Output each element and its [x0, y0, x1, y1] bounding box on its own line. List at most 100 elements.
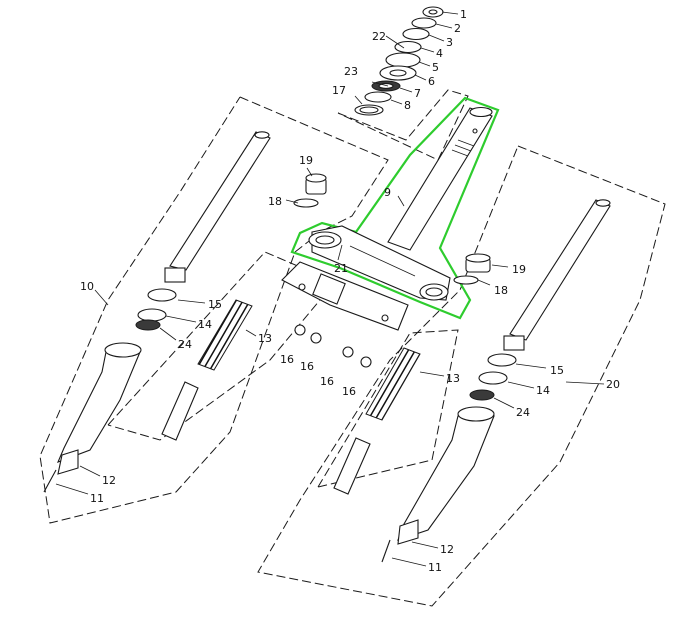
- crown-right-bore-inner: [425, 287, 443, 297]
- label-part-15-right: 15: [550, 364, 564, 377]
- label-part-14-right: 14: [536, 384, 550, 397]
- leader-3: [428, 34, 445, 42]
- leader-7: [399, 87, 413, 93]
- right-washer: [478, 371, 508, 385]
- leader-15-right: [515, 363, 547, 369]
- leader-10: [94, 289, 109, 306]
- crown-edge: [349, 245, 416, 277]
- leader-15-left: [177, 299, 206, 304]
- label-part-4: 4: [436, 47, 443, 60]
- label-part-16-d: 16: [342, 385, 356, 398]
- label-part-13-right: 13: [446, 372, 460, 385]
- label-part-18-left: 18: [268, 195, 282, 208]
- label-part-14-left: 14: [198, 318, 212, 331]
- label-part-8: 8: [404, 99, 411, 112]
- left-stanchion-top: [254, 131, 270, 139]
- right-bolt-11: [381, 539, 391, 563]
- left-oil-seal: [135, 319, 161, 331]
- label-part-12-right: 12: [440, 543, 454, 556]
- leader-9: [397, 195, 405, 207]
- left-dropout: [57, 449, 79, 475]
- leader-24-left: [159, 327, 177, 341]
- steerer-tube: [387, 106, 493, 251]
- label-part-11-right: 11: [428, 561, 442, 574]
- leader-17: [354, 95, 363, 105]
- left-dust-seal: [147, 288, 177, 302]
- label-part-24-right: 24: [516, 406, 530, 419]
- label-part-9: 9: [384, 186, 391, 199]
- steerer-thread-1: [457, 139, 475, 147]
- right-dust-seal: [487, 353, 517, 367]
- left-stanchion-bottom: [164, 267, 186, 283]
- leader-18-right: [477, 279, 491, 286]
- steerer-thread-2: [454, 144, 472, 152]
- label-part-10: 10: [80, 280, 94, 293]
- label-part-12-left: 12: [102, 474, 116, 487]
- crown-body: [311, 225, 451, 301]
- steerer-hole: [472, 128, 478, 134]
- part-2-washer: [411, 17, 437, 29]
- bridge-block: [312, 273, 346, 305]
- label-part-3: 3: [446, 36, 453, 49]
- label-part-2: 2: [454, 22, 461, 35]
- right-top-cap-top: [465, 253, 491, 263]
- leader-21: [337, 244, 343, 261]
- highlight-steerer-crown: [290, 96, 500, 320]
- right-damper-rod: [333, 437, 371, 495]
- part-17-bore: [359, 106, 379, 114]
- label-part-16-a: 16: [280, 353, 294, 366]
- part-4-cone: [394, 40, 422, 54]
- label-part-22: 22: [372, 30, 386, 43]
- leader-1: [441, 11, 459, 15]
- label-part-7: 7: [414, 87, 421, 100]
- left-damper-rod: [161, 381, 199, 441]
- part-1-bore: [428, 9, 438, 15]
- bridge-plate: [281, 261, 409, 331]
- label-part-21: 21: [334, 262, 348, 275]
- headset-stack: [354, 6, 444, 116]
- leader-24-right: [493, 397, 515, 409]
- label-part-16-c: 16: [320, 375, 334, 388]
- leader-8: [390, 99, 403, 105]
- crown-left-bore-inner: [315, 235, 335, 245]
- right-dropout: [397, 519, 419, 545]
- leader-12-right: [411, 541, 439, 549]
- steerer-thread-3: [451, 149, 469, 157]
- right-oring: [453, 275, 479, 285]
- label-part-20: 20: [606, 378, 620, 391]
- leader-5: [418, 61, 431, 67]
- label-part-17: 17: [332, 84, 346, 97]
- label-part-16-b: 16: [300, 360, 314, 373]
- left-bolt-11: [43, 469, 57, 493]
- part-6-bore: [389, 69, 407, 77]
- leader-18-left: [285, 199, 299, 204]
- label-part-24-left: 24: [178, 338, 192, 351]
- part-5-cup: [385, 52, 421, 68]
- leader-12-left: [79, 465, 101, 477]
- bolt-b: [310, 332, 322, 344]
- bolts: [294, 324, 372, 368]
- label-part-13-left: 13: [258, 332, 272, 345]
- leader-2: [435, 23, 453, 29]
- left-washer: [137, 308, 167, 322]
- leader-13-right: [419, 371, 445, 377]
- fork-bridge: [281, 261, 409, 331]
- left-top-cap-top: [305, 173, 327, 183]
- steerer-top: [469, 106, 493, 118]
- leader-14-left: [165, 315, 197, 323]
- right-spring: [365, 347, 421, 421]
- leader-23: [371, 81, 389, 87]
- leader-lines: [55, 11, 605, 567]
- label-part-18-right: 18: [494, 284, 508, 297]
- right-oil-seal: [469, 389, 495, 401]
- part-labels: 1 2 3 4 5 6 7 8 22 23 17 9 19 18 21 19 1…: [80, 8, 620, 574]
- part-8-race: [364, 91, 392, 103]
- top-caps: [293, 173, 491, 285]
- bolt-c: [342, 346, 354, 358]
- leader-22: [385, 35, 405, 49]
- fork-crown: [308, 225, 451, 301]
- left-lower-leg: [56, 351, 141, 463]
- label-part-23: 23: [344, 65, 358, 78]
